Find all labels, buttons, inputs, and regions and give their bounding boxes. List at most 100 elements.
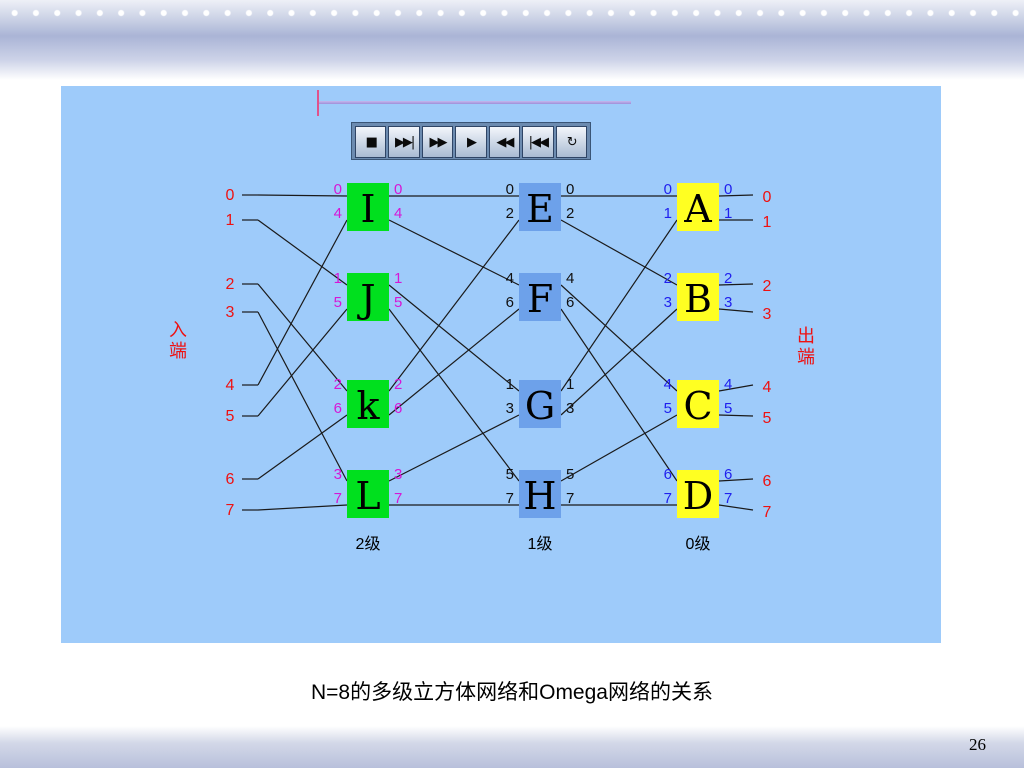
switch-output-label: 4 bbox=[724, 376, 732, 393]
timeline-slider[interactable] bbox=[319, 101, 631, 104]
switch-label: E bbox=[526, 187, 554, 231]
input-link bbox=[257, 194, 348, 197]
switch-label: G bbox=[525, 384, 555, 428]
slide-caption: N=8的多级立方体网络和Omega网络的关系 bbox=[311, 681, 713, 704]
switch-input-label: 4 bbox=[334, 205, 342, 222]
switch-output-label: 5 bbox=[566, 466, 574, 483]
slide-header-band bbox=[0, 0, 1024, 80]
switch-output-label: 4 bbox=[566, 270, 574, 287]
switch-box bbox=[677, 273, 719, 321]
page-number: 26 bbox=[969, 735, 986, 754]
switch-input-label: 6 bbox=[334, 400, 342, 417]
switch-input-label: 7 bbox=[506, 490, 514, 507]
skip-start-button[interactable]: |◀◀ bbox=[522, 126, 554, 158]
stop-icon: ■ bbox=[365, 134, 378, 150]
switch-box bbox=[519, 470, 561, 518]
switch-output-label: 5 bbox=[394, 294, 402, 311]
switch-input-label: 6 bbox=[506, 294, 514, 311]
input-link bbox=[257, 283, 348, 392]
switch-output-label: 0 bbox=[394, 181, 402, 198]
output-port-label: 6 bbox=[763, 473, 772, 490]
switch-box bbox=[677, 470, 719, 518]
switch-input-label: 3 bbox=[334, 466, 342, 483]
input-port-label: 0 bbox=[226, 187, 235, 204]
output-link bbox=[718, 308, 754, 313]
interstage-link bbox=[560, 219, 678, 286]
replay-button[interactable]: ↻ bbox=[555, 126, 587, 158]
switch-label: k bbox=[356, 384, 380, 428]
input-link bbox=[257, 219, 348, 386]
input-port-label: 4 bbox=[226, 377, 235, 394]
input-port-label: 3 bbox=[226, 304, 235, 321]
output-side-label: 出端 bbox=[797, 326, 815, 367]
input-link bbox=[257, 308, 348, 417]
switch-label: L bbox=[355, 474, 380, 518]
switch-label: J bbox=[356, 277, 375, 321]
switch-box bbox=[519, 183, 561, 231]
switch-box bbox=[347, 273, 389, 321]
switch-box bbox=[347, 470, 389, 518]
switch-input-label: 4 bbox=[506, 270, 514, 287]
interstage-link bbox=[388, 308, 520, 416]
rewind-button[interactable]: ◀◀ bbox=[488, 126, 521, 158]
output-port-label: 1 bbox=[763, 214, 772, 231]
switch-input-label: 1 bbox=[506, 376, 514, 393]
switch-box bbox=[347, 380, 389, 428]
animation-panel: ■▶▶|▶▶▶◀◀|◀◀↻ bbox=[61, 86, 941, 643]
output-link bbox=[718, 504, 754, 511]
switch-output-label: 0 bbox=[724, 181, 732, 198]
switch-box bbox=[519, 380, 561, 428]
interstage-link bbox=[388, 308, 520, 482]
interstage-link bbox=[388, 219, 520, 392]
input-port-label: 7 bbox=[226, 502, 235, 519]
input-link bbox=[257, 414, 348, 480]
switch-input-label: 2 bbox=[506, 205, 514, 222]
input-link bbox=[257, 219, 348, 286]
switch-output-label: 1 bbox=[394, 270, 402, 287]
replay-icon: ↻ bbox=[566, 134, 578, 150]
switch-output-label: 7 bbox=[566, 490, 574, 507]
switch-input-label: 0 bbox=[334, 181, 342, 198]
switch-output-label: 1 bbox=[724, 205, 732, 222]
play-icon: ▶ bbox=[466, 134, 477, 150]
interstage-link bbox=[560, 308, 678, 482]
switch-input-label: 1 bbox=[334, 270, 342, 287]
switch-label: D bbox=[683, 474, 713, 518]
header-dot-pattern bbox=[0, 6, 1024, 20]
fast-forward-icon: ▶▶ bbox=[429, 134, 448, 150]
output-link bbox=[718, 194, 754, 197]
switch-input-label: 7 bbox=[334, 490, 342, 507]
switch-output-label: 2 bbox=[566, 205, 574, 222]
output-port-label: 4 bbox=[763, 379, 772, 396]
input-port-label: 1 bbox=[226, 212, 235, 229]
play-button[interactable]: ▶ bbox=[455, 126, 487, 158]
output-port-label: 3 bbox=[763, 306, 772, 323]
switch-output-label: 7 bbox=[724, 490, 732, 507]
stage-label: 0级 bbox=[686, 535, 711, 553]
skip-end-button[interactable]: ▶▶| bbox=[388, 126, 420, 158]
interstage-link bbox=[388, 414, 520, 482]
stage-label: 2级 bbox=[356, 535, 381, 553]
output-link bbox=[718, 478, 754, 482]
skip-end-icon: ▶▶| bbox=[394, 134, 415, 150]
switch-input-label: 2 bbox=[334, 376, 342, 393]
output-link bbox=[718, 414, 754, 417]
switch-input-label: 5 bbox=[334, 294, 342, 311]
interstage-link bbox=[560, 219, 678, 392]
switch-box bbox=[677, 380, 719, 428]
switch-output-label: 4 bbox=[394, 205, 402, 222]
switch-output-label: 6 bbox=[724, 466, 732, 483]
output-port-label: 2 bbox=[763, 278, 772, 295]
switch-input-label: 3 bbox=[664, 294, 672, 311]
switch-label: F bbox=[527, 277, 553, 321]
switch-box bbox=[677, 183, 719, 231]
switch-input-label: 7 bbox=[664, 490, 672, 507]
fast-forward-button[interactable]: ▶▶ bbox=[421, 126, 454, 158]
switch-input-label: 5 bbox=[506, 466, 514, 483]
timeline-slider-thumb[interactable] bbox=[317, 90, 319, 116]
interstage-link bbox=[388, 219, 520, 286]
stop-button[interactable]: ■ bbox=[355, 126, 387, 158]
switch-output-label: 1 bbox=[566, 376, 574, 393]
input-side-label: 入端 bbox=[169, 320, 187, 361]
